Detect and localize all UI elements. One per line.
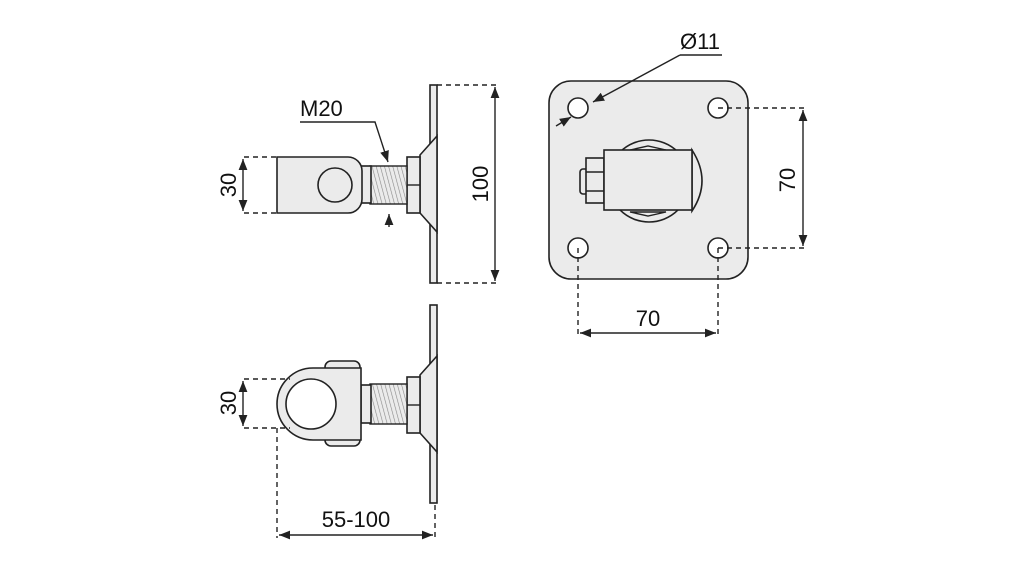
threaded-rod: [369, 165, 408, 205]
side-view-top: 30 100 M20: [216, 84, 500, 284]
dim-label-diameter: Ø11: [680, 29, 720, 54]
side-view-bottom: 30 55-100: [216, 304, 438, 540]
thread-leader: [300, 121, 389, 163]
dim-label-70-vertical: 70: [775, 168, 800, 192]
dim-label-30-bottom: 30: [216, 391, 241, 415]
dim-label-30-top: 30: [216, 173, 241, 197]
dim-label-55-100: 55-100: [322, 507, 391, 532]
eye-hole: [317, 167, 353, 203]
cone-base: [419, 133, 438, 235]
hinge-eye-hole: [285, 378, 337, 430]
mounting-hole: [567, 97, 589, 119]
dim-label-100: 100: [468, 166, 493, 203]
threaded-rod: [369, 383, 408, 425]
eye-cap: [691, 147, 703, 214]
nut: [585, 157, 605, 204]
diameter-leader: [592, 54, 681, 103]
diameter-arrow: [555, 116, 572, 127]
thread-label: M20: [300, 96, 343, 121]
cone-base: [419, 353, 438, 455]
front-view: Ø11 70 70: [548, 29, 808, 338]
neck: [360, 384, 372, 424]
hinge-body: [603, 149, 693, 211]
dim-label-70-horizontal: 70: [636, 306, 660, 331]
